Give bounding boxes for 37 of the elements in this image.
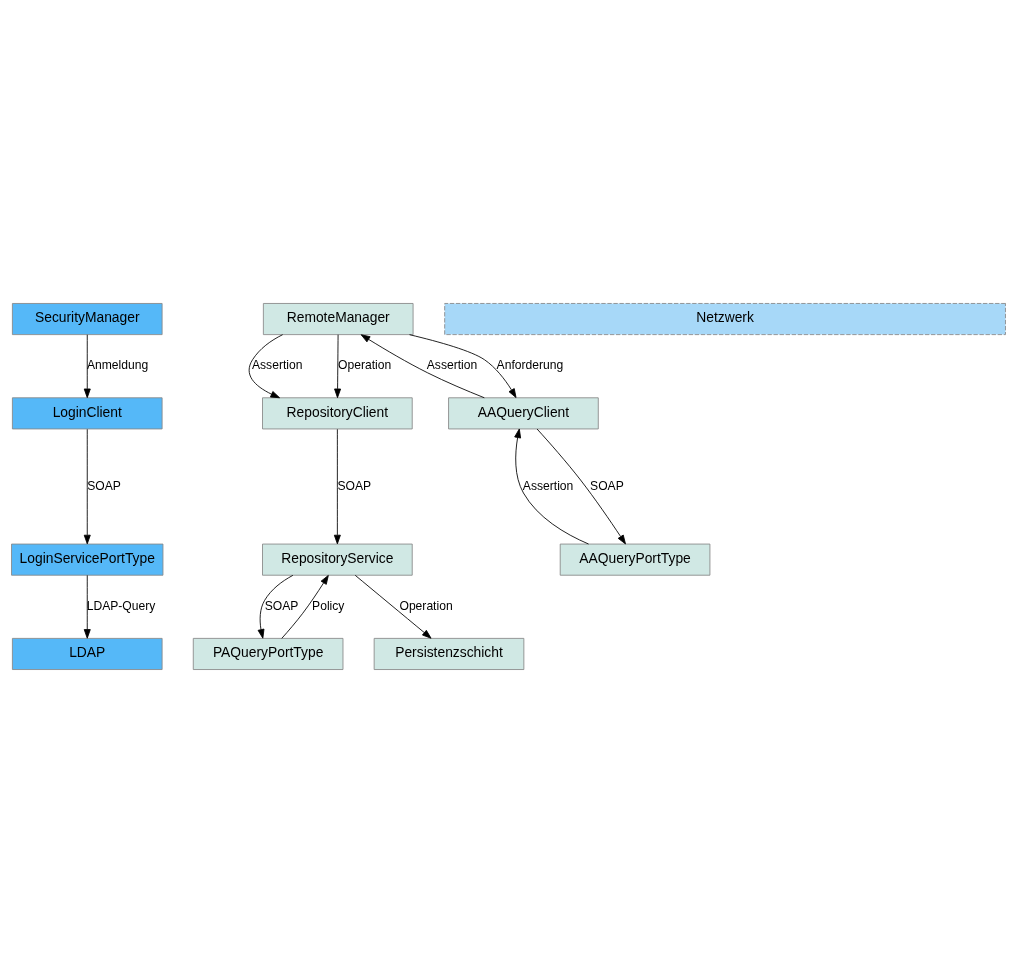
node-box: RemoteManager [262,303,414,336]
arrow [409,334,517,398]
node-box: AAQueryPortType [559,543,711,576]
node-box: SecurityManager [11,303,163,336]
node-box: LoginServicePortType [11,543,164,576]
edge-label: SOAP [337,478,372,493]
arrow [248,334,284,399]
node-box: Persistenzschicht [373,637,525,670]
arrow [257,574,294,639]
arrow [83,428,91,545]
edge-label: Anforderung [496,358,564,373]
node-box: Netzwerk [444,303,1006,336]
edge-label: Assertion [522,478,574,493]
arrow [333,428,341,545]
edge-label: Policy [312,599,345,613]
arrow [360,334,485,399]
node-box: PAQueryPortType [192,637,344,670]
edge-label: SOAP [590,478,624,493]
node-box: RepositoryClient [262,397,413,430]
edge-label: SOAP [87,478,121,493]
arrow [83,574,91,639]
arrow [334,334,342,399]
node-box: LoginClient [11,397,163,430]
edge-label: Assertion [426,358,478,373]
edge-label: LDAP-Query [86,599,156,613]
arrow [83,334,91,399]
arrow [354,574,432,639]
arrow [514,428,589,545]
arrow [536,428,626,545]
edge-label: SOAP [264,599,299,613]
edge-label: Assertion [251,358,303,373]
arrow [281,575,329,639]
node-box: LDAP [11,637,163,670]
edge-label: Operation [338,358,392,373]
node-box: RepositoryService [262,543,413,576]
node-box: AAQueryClient [448,397,599,430]
edge-label: Operation [399,599,453,613]
